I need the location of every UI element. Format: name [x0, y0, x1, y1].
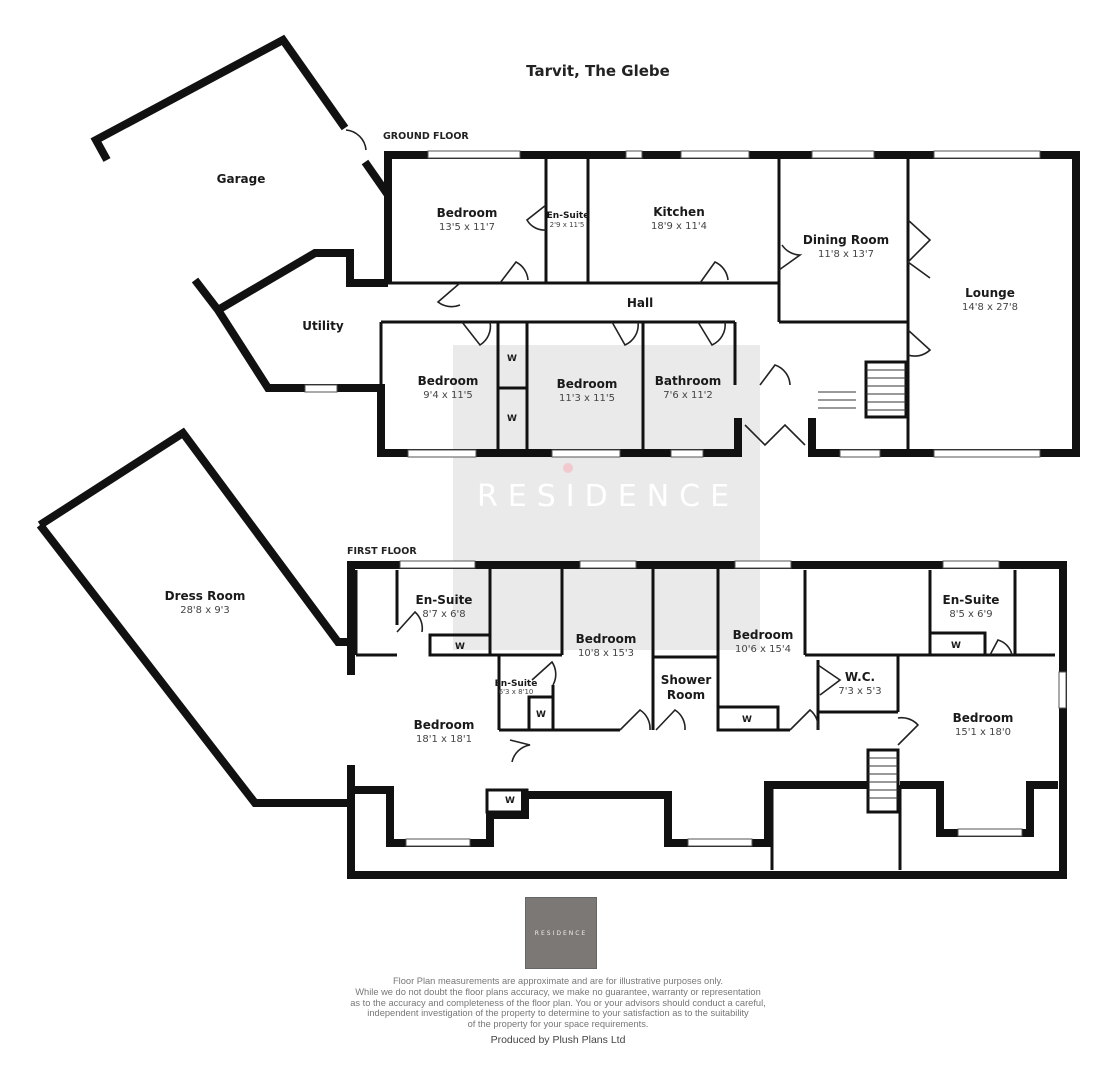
svg-text:Bedroom: Bedroom: [576, 632, 637, 646]
room-ensuite-1: En-Suite 8'7 x 6'8: [416, 593, 473, 620]
svg-text:Dining Room: Dining Room: [803, 233, 889, 247]
svg-text:Kitchen: Kitchen: [653, 205, 705, 219]
room-bedroom-b: Bedroom 10'6 x 15'4: [733, 628, 794, 655]
disclaimer-line: independent investigation of the propert…: [367, 1008, 749, 1019]
disclaimer: Floor Plan measurements are approximate …: [300, 976, 816, 1030]
svg-text:10'8 x 15'3: 10'8 x 15'3: [578, 648, 634, 659]
first-floor-label: FIRST FLOOR: [347, 546, 417, 557]
room-ensuite-ground: En-Suite 2'9 x 11'5: [547, 211, 590, 229]
room-kitchen: Kitchen 18'9 x 11'4: [651, 205, 707, 232]
svg-text:7'3 x 5'3: 7'3 x 5'3: [838, 686, 881, 697]
svg-text:9'4 x 11'5: 9'4 x 11'5: [423, 390, 473, 401]
ground-floor-label: GROUND FLOOR: [383, 131, 469, 142]
svg-text:14'8 x 27'8: 14'8 x 27'8: [962, 302, 1018, 313]
svg-text:18'1 x 18'1: 18'1 x 18'1: [416, 734, 472, 745]
wardrobe-label: W: [951, 641, 961, 651]
room-bedroom-a: Bedroom 10'8 x 15'3: [576, 632, 637, 659]
produced-by: Produced by Plush Plans Ltd: [490, 1034, 626, 1046]
wardrobe-label: W: [536, 710, 546, 720]
svg-text:Garage: Garage: [217, 172, 266, 186]
plan-title: Tarvit, The Glebe: [526, 62, 670, 80]
svg-text:Shower: Shower: [661, 673, 712, 687]
disclaimer-line: of the property for your space requireme…: [467, 1019, 649, 1030]
room-wc: W.C. 7'3 x 5'3: [838, 670, 881, 697]
room-dress-room: Dress Room 28'8 x 9'3: [165, 589, 246, 616]
wardrobe-label: W: [505, 796, 515, 806]
ground-floor-walls: [90, 34, 1080, 458]
room-bedroom-3: Bedroom 11'3 x 11'5: [557, 377, 618, 404]
room-bedroom-c: Bedroom 18'1 x 18'1: [414, 718, 475, 745]
svg-text:En-Suite: En-Suite: [416, 593, 473, 607]
room-lounge: Lounge 14'8 x 27'8: [962, 286, 1018, 313]
svg-text:13'5 x 11'7: 13'5 x 11'7: [439, 222, 495, 233]
room-ensuite-3: En-Suite 6'3 x 8'10: [495, 679, 538, 696]
room-hall: Hall: [627, 296, 653, 310]
watermark-box: [453, 345, 760, 650]
svg-text:Bedroom: Bedroom: [418, 374, 479, 388]
wardrobe-label: W: [742, 715, 752, 725]
room-bedroom-2: Bedroom 9'4 x 11'5: [418, 374, 479, 401]
svg-text:Bedroom: Bedroom: [953, 711, 1014, 725]
first-floor-walls: [36, 427, 1067, 879]
svg-text:Bathroom: Bathroom: [655, 374, 721, 388]
svg-text:15'1 x 18'0: 15'1 x 18'0: [955, 727, 1011, 738]
svg-text:18'9 x 11'4: 18'9 x 11'4: [651, 221, 707, 232]
svg-text:Room: Room: [667, 688, 705, 702]
svg-text:8'5 x 6'9: 8'5 x 6'9: [949, 609, 992, 620]
room-garage: Garage: [217, 172, 266, 186]
room-shower-room: Shower Room: [661, 673, 712, 702]
svg-text:28'8 x 9'3: 28'8 x 9'3: [180, 605, 230, 616]
svg-text:En-Suite: En-Suite: [943, 593, 1000, 607]
wardrobe-label: W: [455, 642, 465, 652]
svg-text:7'6 x 11'2: 7'6 x 11'2: [663, 390, 713, 401]
svg-text:Bedroom: Bedroom: [733, 628, 794, 642]
room-bedroom-d: Bedroom 15'1 x 18'0: [953, 711, 1014, 738]
svg-text:En-Suite: En-Suite: [495, 679, 538, 689]
disclaimer-line: While we do not doubt the floor plans ac…: [355, 986, 761, 997]
svg-text:2'9 x 11'5: 2'9 x 11'5: [550, 221, 585, 229]
svg-text:W.C.: W.C.: [845, 670, 875, 684]
svg-text:10'6 x 15'4: 10'6 x 15'4: [735, 644, 791, 655]
svg-text:Dress Room: Dress Room: [165, 589, 246, 603]
svg-text:8'7 x 6'8: 8'7 x 6'8: [422, 609, 465, 620]
residence-logo: RESIDENCE: [525, 897, 597, 969]
svg-text:Utility: Utility: [302, 319, 344, 333]
room-bedroom-1: Bedroom 13'5 x 11'7: [437, 206, 498, 233]
wardrobe-label: W: [507, 354, 517, 364]
svg-text:Bedroom: Bedroom: [437, 206, 498, 220]
svg-text:Lounge: Lounge: [965, 286, 1015, 300]
room-ensuite-2: En-Suite 8'5 x 6'9: [943, 593, 1000, 620]
svg-text:Bedroom: Bedroom: [557, 377, 618, 391]
room-bathroom: Bathroom 7'6 x 11'2: [655, 374, 721, 401]
svg-text:En-Suite: En-Suite: [547, 211, 590, 221]
first-floor-labels: Dress Room 28'8 x 9'3 En-Suite 8'7 x 6'8…: [165, 589, 1014, 806]
logo-text: RESIDENCE: [534, 929, 588, 937]
svg-text:6'3 x 8'10: 6'3 x 8'10: [499, 688, 534, 696]
ground-floor-labels: Garage Utility Bedroom 13'5 x 11'7 En-Su…: [217, 172, 1018, 424]
room-dining: Dining Room 11'8 x 13'7: [803, 233, 889, 260]
disclaimer-line: Floor Plan measurements are approximate …: [392, 976, 724, 986]
room-utility: Utility: [302, 319, 344, 333]
wardrobe-label: W: [507, 414, 517, 424]
svg-text:11'8 x 13'7: 11'8 x 13'7: [818, 249, 874, 260]
svg-text:11'3 x 11'5: 11'3 x 11'5: [559, 393, 615, 404]
svg-text:Bedroom: Bedroom: [414, 718, 475, 732]
watermark-text: RESIDENCE: [477, 479, 739, 514]
watermark-dot: [563, 463, 573, 473]
svg-text:Hall: Hall: [627, 296, 653, 310]
disclaimer-line: as to the accuracy and completeness of t…: [350, 997, 766, 1008]
